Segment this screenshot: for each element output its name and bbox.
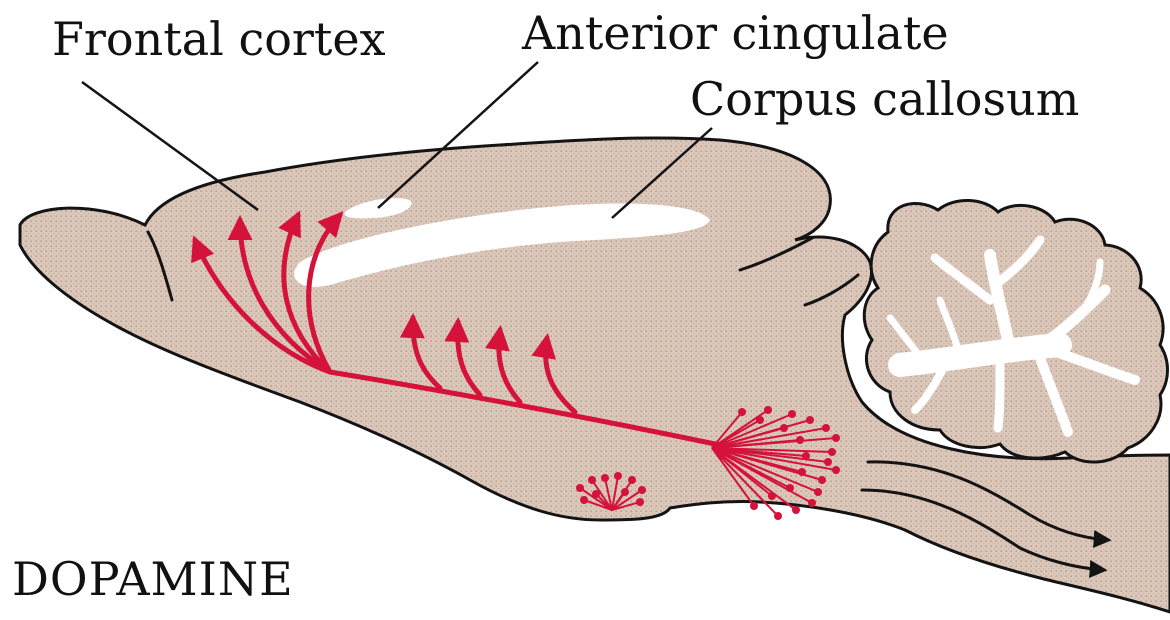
cerebellum-outline [864, 200, 1167, 462]
nigra-cell [636, 498, 644, 506]
vta-cell [798, 468, 806, 476]
nigra-cell [614, 472, 622, 480]
vta-cell [828, 448, 836, 456]
diagram-title: DOPAMINE [12, 556, 294, 602]
vta-cell [818, 476, 826, 484]
nigra-cell [592, 490, 600, 498]
vta-cell [808, 499, 816, 507]
leader-frontal-cortex [82, 82, 258, 210]
vta-cell [824, 458, 832, 466]
nigra-cell [621, 488, 629, 496]
vta-cell [788, 410, 796, 418]
vta-cell [796, 436, 804, 444]
vta-cell [792, 506, 800, 514]
label-frontal-cortex: Frontal cortex [52, 16, 386, 62]
vta-cell [774, 512, 782, 520]
nigra-cell [576, 484, 584, 492]
label-corpus-callosum: Corpus callosum [690, 76, 1079, 122]
vta-cell [738, 408, 746, 416]
vta-cell [806, 416, 814, 424]
vta-cell [832, 466, 840, 474]
nigra-cell [601, 474, 609, 482]
label-anterior-cingulate: Anterior cingulate [522, 10, 949, 56]
vta-cell [756, 416, 764, 424]
nigra-cell [588, 476, 596, 484]
vta-cell [814, 488, 822, 496]
vta-cell [764, 406, 772, 414]
vta-cell [750, 502, 758, 510]
nigra-cell [638, 486, 646, 494]
vta-cell [802, 452, 810, 460]
nigra-cell [580, 496, 588, 504]
vta-cell [786, 484, 794, 492]
nigra-cell [628, 476, 636, 484]
vta-cell [780, 424, 788, 432]
vta-cell [768, 492, 776, 500]
vta-cell [832, 434, 840, 442]
vta-cell [822, 424, 830, 432]
